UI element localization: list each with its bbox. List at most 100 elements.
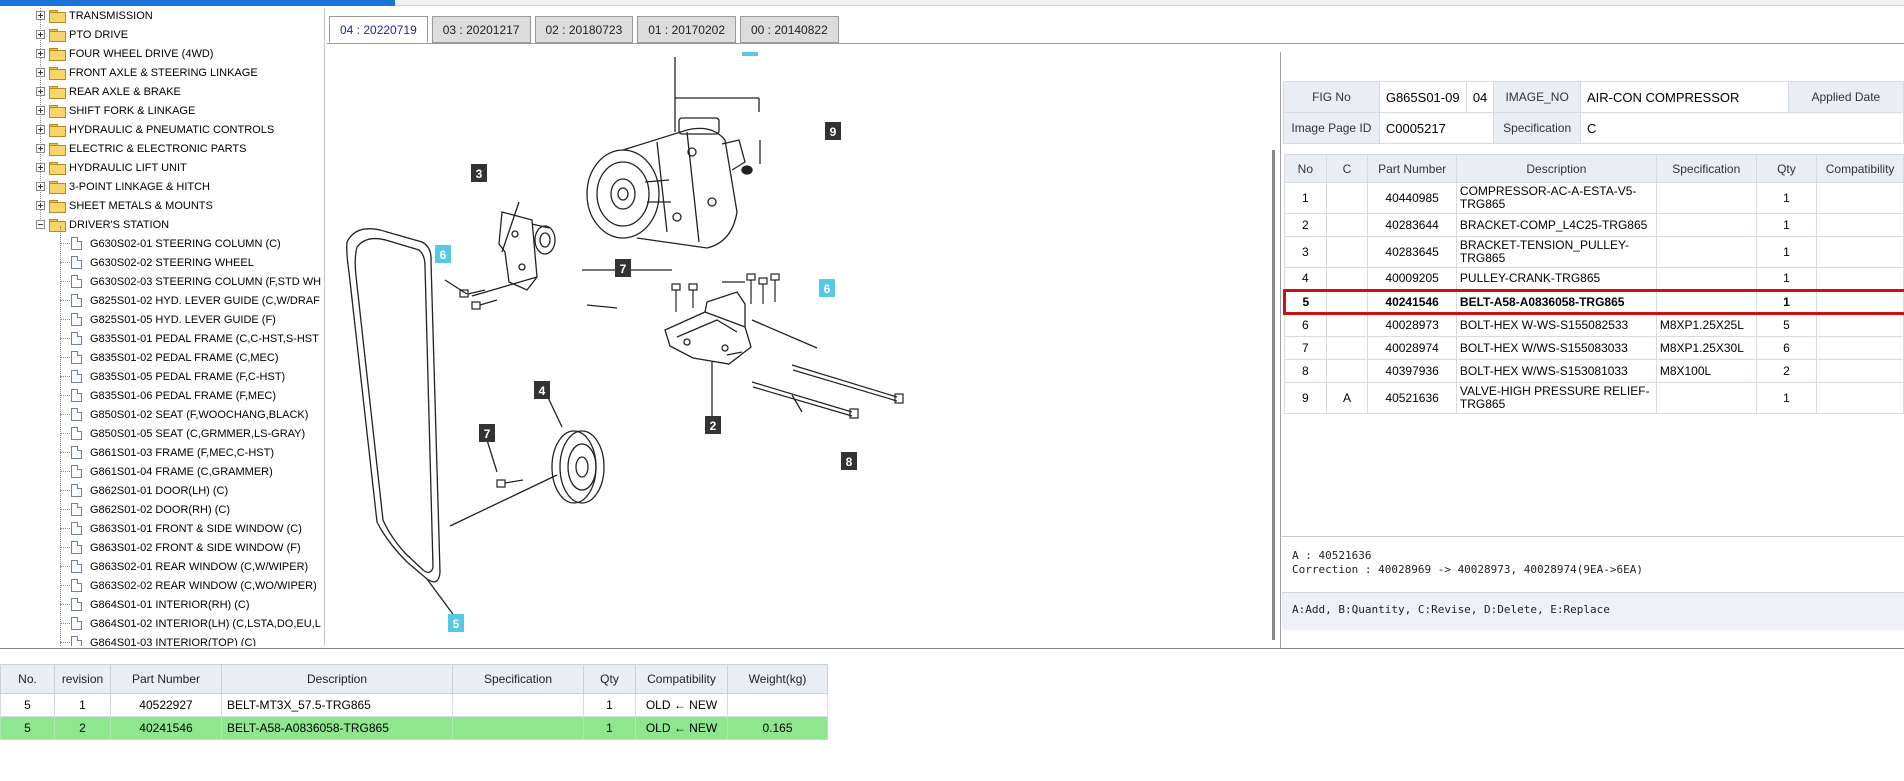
tree-item-2[interactable]: G630S02-03 STEERING COLUMN (F,STD WH — [71, 272, 321, 291]
tree-folder-6[interactable]: HYDRAULIC & PNEUMATIC CONTROLS — [36, 120, 274, 139]
tree-folder-5[interactable]: SHIFT FORK & LINKAGE — [36, 101, 195, 120]
expand-toggle-icon[interactable] — [36, 68, 45, 77]
document-icon — [71, 294, 82, 307]
notes-separator — [1282, 536, 1904, 537]
tree-item-label: G850S01-02 SEAT (F,WOOCHANG,BLACK) — [90, 408, 309, 421]
expand-toggle-icon[interactable] — [36, 87, 45, 96]
part-cell-compat — [1816, 382, 1904, 414]
expand-toggle-icon[interactable] — [36, 125, 45, 134]
tree-folder-0[interactable]: TRANSMISSION — [36, 8, 153, 25]
tree-folder-2[interactable]: FOUR WHEEL DRIVE (4WD) — [36, 44, 213, 63]
tree-item-16[interactable]: G863S01-02 FRONT & SIDE WINDOW (F) — [71, 538, 301, 557]
expand-toggle-icon[interactable] — [36, 49, 45, 58]
tree-item-9[interactable]: G850S01-02 SEAT (F,WOOCHANG,BLACK) — [71, 405, 308, 424]
part-cell-c — [1325, 336, 1369, 360]
tree-item-15[interactable]: G863S01-01 FRONT & SIDE WINDOW (C) — [71, 519, 302, 538]
callout-9: 9 — [825, 122, 841, 140]
expand-toggle-icon[interactable] — [36, 182, 45, 191]
svg-text:6: 6 — [824, 282, 831, 296]
tree-folder-11[interactable]: DRIVER'S STATION — [36, 215, 169, 234]
tree-connector-line — [60, 547, 70, 548]
expand-toggle-icon[interactable] — [36, 144, 45, 153]
parts-drawing[interactable]: 3 6 7 9 6 4 7 2 8 5 — [327, 52, 1280, 646]
tree-item-10[interactable]: G850S01-05 SEAT (C,GRMMER,LS-GRAY) — [71, 424, 305, 443]
tree-item-19[interactable]: G864S01-01 INTERIOR(RH) (C) — [71, 595, 250, 614]
image-page-label: Image Page ID — [1283, 112, 1380, 144]
tree-item-11[interactable]: G861S01-03 FRAME (F,MEC,C-HST) — [71, 443, 274, 462]
tree-connector-line — [60, 395, 70, 396]
tree-folder-3[interactable]: FRONT AXLE & STEERING LINKAGE — [36, 63, 258, 82]
tree-item-17[interactable]: G863S02-01 REAR WINDOW (C,W/WIPER) — [71, 557, 308, 576]
part-cell-compat — [1816, 236, 1904, 268]
collapse-toggle-icon[interactable] — [36, 220, 45, 229]
loading-progress-bar — [0, 0, 395, 6]
bottom-splitter[interactable] — [0, 648, 1904, 649]
tree-folder-9[interactable]: 3-POINT LINKAGE & HITCH — [36, 177, 210, 196]
tree-item-13[interactable]: G862S01-01 DOOR(LH) (C) — [71, 481, 228, 500]
tree-item-12[interactable]: G861S01-04 FRAME (C,GRAMMER) — [71, 462, 273, 481]
belt-outline — [346, 228, 441, 583]
folder-icon — [49, 104, 66, 118]
pane-divider[interactable] — [1280, 52, 1281, 648]
tab-revision-4[interactable]: 00 : 20140822 — [740, 16, 839, 43]
tab-revision-3[interactable]: 01 : 20170202 — [637, 16, 736, 43]
document-icon — [71, 579, 82, 592]
expand-toggle-icon[interactable] — [36, 163, 45, 172]
svg-text:5: 5 — [453, 617, 460, 631]
part-cell-part: 40440985 — [1367, 182, 1457, 214]
svg-text:3: 3 — [476, 167, 483, 181]
rev-col-weight: Weight(kg) — [727, 664, 828, 694]
tree-item-0[interactable]: G630S02-01 STEERING COLUMN (C) — [71, 234, 281, 253]
tree-item-7[interactable]: G835S01-05 PEDAL FRAME (F,C-HST) — [71, 367, 285, 386]
part-cell-c — [1325, 313, 1369, 337]
tree-item-14[interactable]: G862S01-02 DOOR(RH) (C) — [71, 500, 230, 519]
tree-folder-1[interactable]: PTO DRIVE — [36, 25, 128, 44]
svg-text:7: 7 — [620, 262, 627, 276]
specification-value: C — [1579, 112, 1904, 144]
tree-item-5[interactable]: G835S01-01 PEDAL FRAME (C,C-HST,S-HST — [71, 329, 319, 348]
tree-folder-7[interactable]: ELECTRIC & ELECTRONIC PARTS — [36, 139, 246, 158]
tab-revision-1[interactable]: 03 : 20201217 — [431, 16, 531, 43]
expand-toggle-icon[interactable] — [36, 106, 45, 115]
part-cell-c — [1325, 182, 1369, 214]
expand-toggle-icon[interactable] — [36, 30, 45, 39]
document-icon — [71, 313, 82, 326]
tree-item-20[interactable]: G864S01-02 INTERIOR(LH) (C,LSTA,DO,EU,L — [71, 614, 321, 633]
tree-folder-4[interactable]: REAR AXLE & BRAKE — [36, 82, 181, 101]
tree-branch-line — [60, 226, 61, 646]
expand-toggle-icon[interactable] — [36, 201, 45, 210]
change-code-legend: A:Add, B:Quantity, C:Revise, D:Delete, E… — [1282, 592, 1904, 630]
part-cell-part: 40283644 — [1367, 213, 1457, 237]
part-cell-part: 40028973 — [1367, 313, 1457, 337]
tree-folder-10[interactable]: SHEET METALS & MOUNTS — [36, 196, 213, 215]
tree-item-6[interactable]: G835S01-02 PEDAL FRAME (C,MEC) — [71, 348, 278, 367]
expand-toggle-icon[interactable] — [36, 11, 45, 20]
tree-item-4[interactable]: G825S01-05 HYD. LEVER GUIDE (F) — [71, 310, 276, 329]
part-cell-no: 3 — [1284, 236, 1327, 268]
drawing-scrollbar[interactable] — [1272, 150, 1275, 640]
revision-cell-weight: 0.165 — [727, 716, 828, 740]
folder-icon — [49, 28, 66, 42]
tree-item-18[interactable]: G863S02-02 REAR WINDOW (C,WO/WIPER) — [71, 576, 317, 595]
tab-revision-0[interactable]: 04 : 20220719 — [329, 16, 428, 43]
tree-folder-8[interactable]: HYDRAULIC LIFT UNIT — [36, 158, 187, 177]
tree-item-3[interactable]: G825S01-02 HYD. LEVER GUIDE (C,W/DRAF — [71, 291, 320, 310]
tab-revision-2[interactable]: 02 : 20180723 — [534, 16, 634, 43]
tree-item-21[interactable]: G864S01-03 INTERIOR(TOP) (C) — [71, 633, 256, 646]
revision-cell-no: 5 — [0, 693, 55, 717]
tree-item-8[interactable]: G835S01-06 PEDAL FRAME (F,MEC) — [71, 386, 276, 405]
bolts-drawing — [459, 273, 904, 488]
tree-item-1[interactable]: G630S02-02 STEERING WHEEL — [71, 253, 254, 272]
